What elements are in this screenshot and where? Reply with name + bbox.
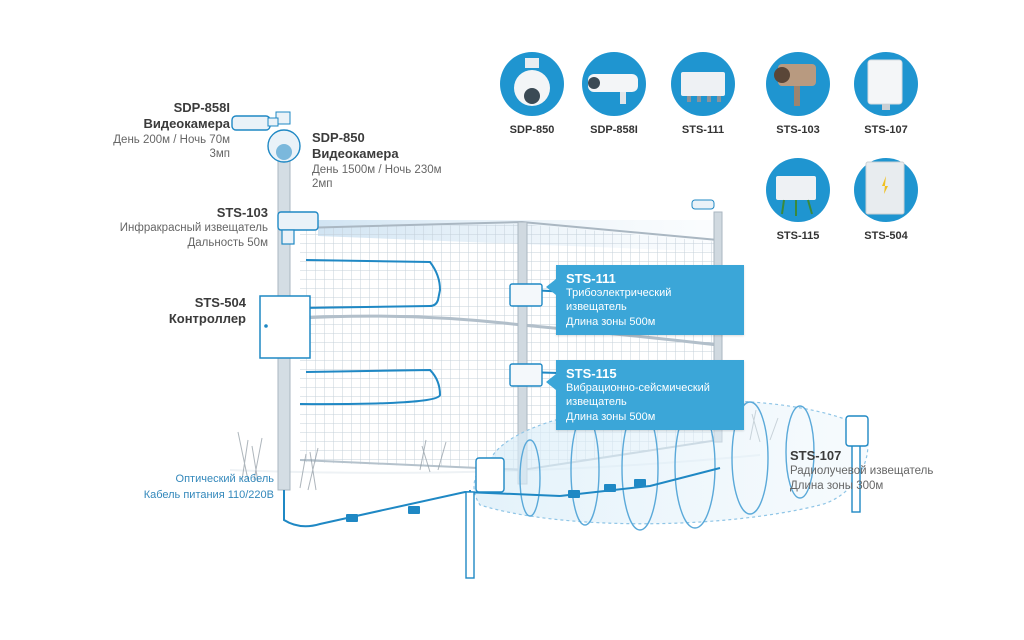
sdp850-model: SDP-850	[312, 130, 365, 145]
sdp858i-label: SDP-858I Видеокамера День 200м / Ночь 70…	[100, 100, 230, 161]
sdp850-label: SDP-850 Видеокамера День 1500м / Ночь 23…	[312, 130, 472, 191]
radio-panel-icon	[854, 52, 918, 116]
sts111-box	[509, 283, 543, 307]
product-sdp858i: SDP-858I	[579, 52, 649, 136]
sts115-type-1: Вибрационно-сейсмический	[566, 382, 710, 394]
optical-cable-label: Оптический кабель	[175, 473, 274, 485]
sts107-post-right	[845, 415, 869, 513]
product-label: SDP-850	[509, 124, 555, 136]
sdp858i-resolution: 3мп	[209, 147, 230, 160]
sts103-range: Дальность 50м	[187, 236, 268, 249]
dome-camera	[267, 111, 301, 163]
sts504-label: STS-504 Контроллер	[150, 295, 246, 328]
cable-joints	[346, 479, 646, 522]
sts504-model: STS-504	[194, 295, 246, 310]
sts115-model: STS-115	[566, 366, 617, 381]
ir-detector	[277, 211, 319, 245]
sdp850-range: День 1500м / Ночь 230м	[312, 163, 442, 176]
product-sts504: STS-504	[851, 158, 921, 242]
sts107-model: STS-107	[790, 448, 842, 463]
junction-box-icon	[671, 52, 735, 116]
dome-camera-icon	[500, 52, 564, 116]
seismic-box-icon	[766, 158, 830, 222]
product-label: STS-103	[776, 124, 820, 136]
sdp858i-type: Видеокамера	[143, 116, 230, 132]
product-label: SDP-858I	[590, 124, 638, 136]
sts504-type: Контроллер	[168, 311, 246, 327]
product-label: STS-111	[681, 124, 725, 136]
sts115-box	[509, 363, 543, 387]
product-label: STS-504	[864, 230, 908, 242]
right-pole-camera	[691, 199, 715, 210]
sts115-type-2: извещатель	[566, 396, 627, 409]
sts103-type: Инфракрасный извещатель	[119, 222, 268, 235]
sts111-callout: STS-111 Трибоэлектрический извещатель Дл…	[546, 265, 744, 335]
sts107-label: STS-107 Радиолучевой извещатель Длина зо…	[790, 448, 940, 493]
product-sts103: STS-103	[763, 52, 833, 136]
sts115-callout: STS-115 Вибрационно-сейсмический извещат…	[546, 360, 744, 430]
sts103-label: STS-103 Инфракрасный извещатель Дальност…	[108, 205, 268, 250]
product-label: STS-107	[864, 124, 908, 136]
sdp858i-range: День 200м / Ночь 70м	[113, 133, 230, 146]
sdp850-resolution: 2мп	[312, 177, 333, 190]
cable-legend: Оптический кабель Кабель питания 110/220…	[110, 472, 274, 504]
sts111-zone: Длина зоны 500м	[566, 315, 656, 328]
power-cable-label: Кабель питания 110/220В	[143, 488, 274, 501]
product-sts115: STS-115	[763, 158, 833, 242]
sts107-zone: Длина зоны 300м	[790, 479, 884, 492]
controller-cabinet	[259, 295, 311, 359]
sts103-model: STS-103	[216, 205, 268, 220]
sts115-zone: Длина зоны 500м	[566, 410, 656, 423]
ir-detector-icon	[766, 52, 830, 116]
sts107-post-left	[465, 457, 505, 579]
product-sts107: STS-107	[851, 52, 921, 136]
product-sdp850: SDP-850	[497, 52, 567, 136]
bullet-camera-icon	[582, 52, 646, 116]
sdp858i-model: SDP-858I	[173, 100, 230, 115]
controller-cabinet-icon	[854, 158, 918, 222]
sts111-type: Трибоэлектрический извещатель	[566, 287, 672, 314]
sdp850-type: Видеокамера	[312, 146, 399, 162]
fence-panel-left	[300, 224, 522, 470]
product-sts111: STS-111	[668, 52, 738, 136]
product-label: STS-115	[776, 230, 820, 242]
bullet-camera	[231, 115, 279, 131]
radio-zone-rings	[519, 401, 815, 531]
sts107-type: Радиолучевой извещатель	[790, 465, 934, 478]
sts111-model: STS-111	[566, 271, 616, 286]
